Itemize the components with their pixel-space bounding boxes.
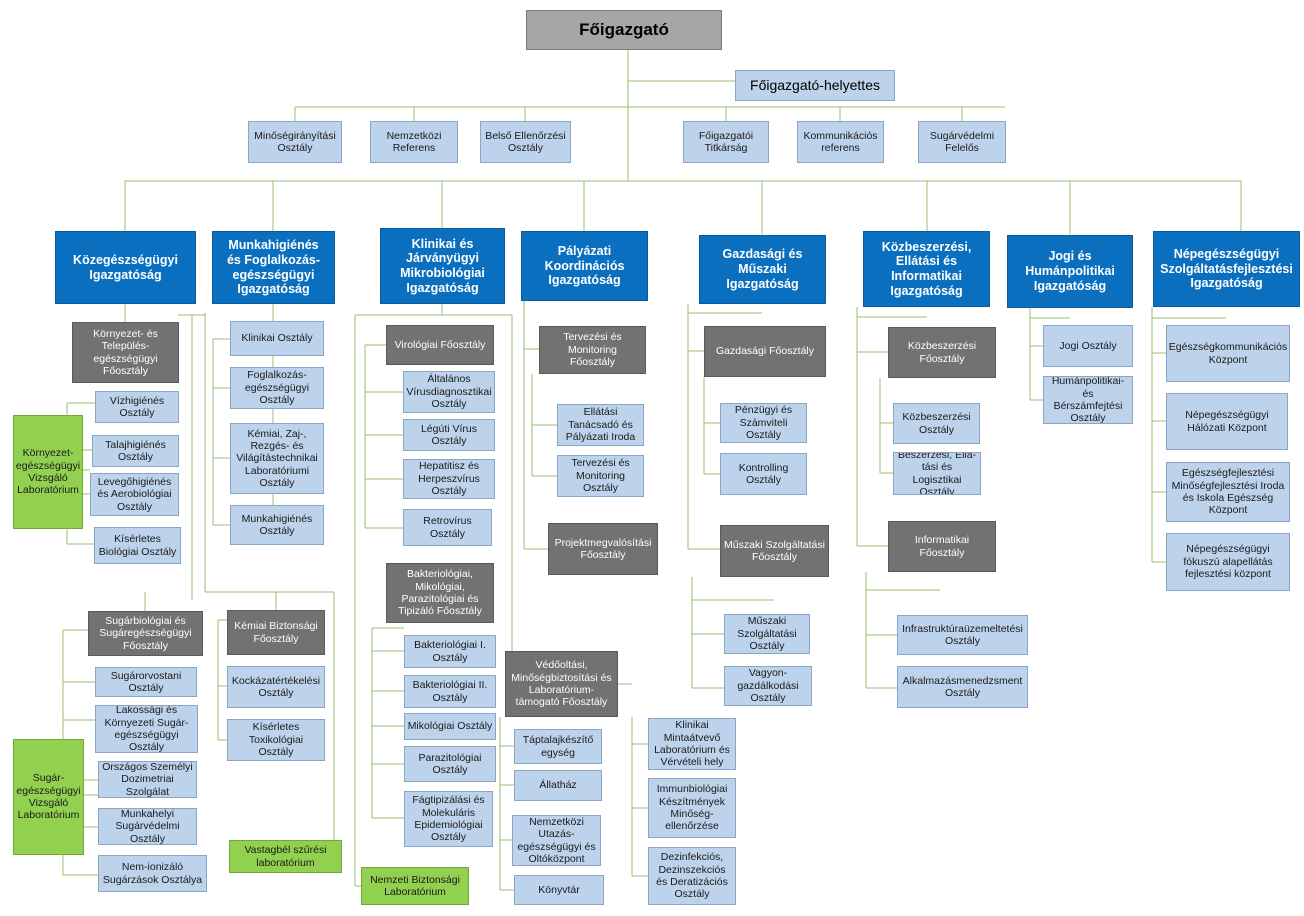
unit-environmental-radiation: Lakossági és Környezeti Sugár- egészségü… [95,705,198,753]
unit-phage-typing: Fágtipizálási és Molekuláris Epidemiológ… [404,791,493,847]
unit-radiation-medicine: Sugárorvostani Osztály [95,667,197,697]
unit-culture-media: Táptalajkészítő egység [514,729,602,764]
unit-respiratory-virus: Légúti Vírus Osztály [403,419,495,451]
unit-controlling: Kontrolling Osztály [720,453,807,495]
unit-primary-care-development: Népegészségügyi fókuszú alapellátás fejl… [1166,533,1290,591]
unit-advisory-grant-office: Ellátási Tanácsadó és Pályázati Iroda [557,404,644,446]
directorate-public-health-services: Népegészségügyi Szolgáltatásfejlesztési … [1153,231,1300,307]
directorate-public-health: Közegészségügyi Igazgatóság [55,231,196,304]
dept-bacteriology: Bakteriológiai, Mikológiai, Parazitológi… [386,563,494,623]
directorate-clinical-microbiology: Klinikai és Járványügyi Mikrobiológiai I… [380,228,505,304]
unit-animal-house: Állatház [514,770,602,801]
staff-unit-international: Nemzetközi Referens [370,121,458,163]
unit-infrastructure-operations: Infrastruktúraüzemeltetési Osztály [897,615,1028,655]
dept-planning-monitoring: Tervezési és Monitoring Főosztály [539,326,646,374]
directorate-legal-hr: Jogi és Humánpolitikai Igazgatóság [1007,235,1133,308]
unit-general-virus-diagnostics: Általános Vírusdiagnosztikai Osztály [403,371,495,413]
dept-it: Informatikai Főosztály [888,521,996,572]
lab-radiation-health: Sugár- egészségügyi Vizsgáló Laboratóriu… [13,739,84,855]
staff-unit-quality: Minőségirányítási Osztály [248,121,342,163]
director-general-box: Főigazgató [526,10,722,50]
unit-experimental-biology: Kísérletes Biológiai Osztály [94,527,181,564]
unit-travel-health-centre: Nemzetközi Utazás- egészségügyi és Oltók… [512,815,601,866]
directorate-occupational-health: Munkahigiénés és Foglalkozás- egészségüg… [212,231,335,304]
dept-economic: Gazdasági Főosztály [704,326,826,377]
unit-retrovirus: Retrovírus Osztály [403,509,492,546]
unit-bacteriology-1: Bakteriológiai I. Osztály [404,635,496,668]
unit-asset-management: Vagyon- gazdálkodási Osztály [724,666,812,706]
staff-unit-audit: Belső Ellenőrzési Osztály [480,121,571,163]
unit-workplace-radiation: Munkahelyi Sugárvédelmi Osztály [98,808,197,845]
unit-finance-accounting: Pénzügyi és Számviteli Osztály [720,403,807,443]
unit-technical-services: Műszaki Szolgáltatási Osztály [724,614,810,654]
unit-occupational-health: Foglalkozás- egészségügyi Osztály [230,367,324,409]
lab-national-security: Nemzeti Biztonsági Laboratórium [361,867,469,905]
unit-health-communication: Egészségkommunikációs Központ [1166,325,1290,382]
dept-technical-services: Műszaki Szolgáltatási Főosztály [720,525,829,577]
unit-work-hygiene: Munkahigiénés Osztály [230,505,324,545]
unit-chemical-noise-lab: Kémiai, Zaj-, Rezgés- és Világítástechni… [230,423,324,494]
dept-virology: Virológiai Főosztály [386,325,494,365]
unit-water-hygiene: Vízhigiénés Osztály [95,391,179,423]
unit-legal: Jogi Osztály [1043,325,1133,367]
staff-unit-radiation-safety: Sugárvédelmi Felelős [918,121,1006,163]
unit-application-management: Alkalmazásmenedzsment Osztály [897,666,1028,708]
unit-soil-hygiene: Talajhigiénés Osztály [92,435,179,467]
unit-hr-payroll: Humánpolitikai- és Bérszámfejtési Osztál… [1043,376,1133,424]
unit-purchasing-logistics: Beszerzési, Ellá- tási és Logisztikai Os… [893,452,981,495]
directorate-procurement-it: Közbeszerzési, Ellátási és Informatikai … [863,231,990,307]
unit-clinical: Klinikai Osztály [230,321,324,356]
dept-vaccination-quality: Védőoltási, Minőségbiztosítási és Labora… [505,651,618,717]
unit-parasitology: Parazitológiai Osztály [404,746,496,782]
unit-disinfection: Dezinfekciós, Dezinszekciós és Deratizác… [648,847,736,905]
unit-planning-monitoring: Tervezési és Monitoring Osztály [557,455,644,497]
unit-mycology: Mikológiai Osztály [404,713,496,740]
unit-personal-dosimetry: Országos Személyi Dozimetriai Szolgálat [98,761,197,798]
unit-clinical-sample-intake: Klinikai Mintaátvevő Laboratórium és Vér… [648,718,736,770]
unit-immunobiological-quality: Immunbiológiai Készítmények Minőség- ell… [648,778,736,838]
unit-experimental-toxicology: Kísérletes Toxikológiai Osztály [227,719,325,761]
staff-unit-secretariat: Főigazgatói Titkárság [683,121,769,163]
directorate-economic-technical: Gazdasági és Műszaki Igazgatóság [699,235,826,304]
lab-environmental-health: Környezet- egészségügyi Vizsgáló Laborat… [13,415,83,529]
dept-project-implementation: Projektmegvalósítási Főosztály [548,523,658,575]
dept-chemical-safety: Kémiai Biztonsági Főosztály [227,610,325,655]
unit-health-promotion-office: Egészségfejlesztési Minőségfejlesztési I… [1166,462,1290,522]
unit-library: Könyvtár [514,875,604,905]
staff-unit-communication: Kommunikációs referens [797,121,884,163]
dept-procurement: Közbeszerzési Főosztály [888,327,996,378]
deputy-director-box: Főigazgató-helyettes [735,70,895,101]
directorate-grant-coordination: Pályázati Koordinációs Igazgatóság [521,231,648,301]
unit-public-health-network: Népegészségügyi Hálózati Központ [1166,393,1288,450]
dept-environmental-health: Környezet- és Település- egészségügyi Fő… [72,322,179,383]
dept-radiation-biology: Sugárbiológiai és Sugáregészségügyi Főos… [88,611,203,656]
lab-colon-screening: Vastagbél szűrési laboratórium [229,840,342,873]
unit-air-hygiene: Levegőhigiénés és Aerobiológiai Osztály [90,473,179,516]
unit-procurement: Közbeszerzési Osztály [893,403,980,444]
unit-risk-assessment: Kockázatértékelési Osztály [227,666,325,708]
unit-bacteriology-2: Bakteriológiai II. Osztály [404,675,496,708]
unit-hepatitis-herpes: Hepatitisz és Herpeszvírus Osztály [403,459,495,499]
unit-non-ionizing-radiation: Nem-ionizáló Sugárzások Osztálya [98,855,207,892]
